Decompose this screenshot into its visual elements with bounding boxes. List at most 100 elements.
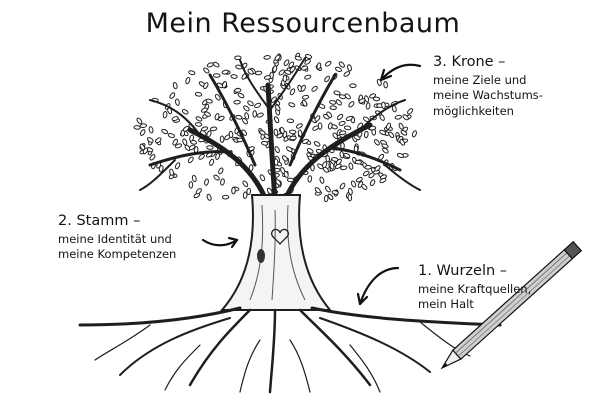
leaf — [396, 152, 404, 159]
leaf — [263, 55, 271, 60]
leaf — [221, 81, 228, 89]
leaf — [344, 93, 351, 100]
leaf — [219, 135, 225, 143]
crown-heading: 3. Krone – — [433, 54, 506, 70]
leaf — [214, 94, 221, 101]
leaf — [221, 69, 229, 75]
leaf — [314, 187, 321, 194]
leaf — [347, 194, 353, 202]
leaf — [246, 187, 252, 196]
leaf — [155, 137, 162, 144]
leaf — [363, 130, 369, 139]
leaf — [289, 135, 297, 141]
leaf — [188, 181, 194, 189]
leaf — [333, 90, 341, 96]
leaf — [281, 155, 288, 162]
leaf — [235, 114, 243, 120]
leaf — [325, 155, 331, 163]
leaf — [261, 140, 269, 146]
leaf — [172, 138, 178, 146]
leaf — [247, 68, 254, 75]
leaf — [148, 126, 154, 134]
leaf — [373, 139, 380, 146]
leaf — [338, 94, 347, 100]
leaf — [218, 167, 224, 175]
leaf — [335, 66, 342, 73]
roots-line-2: mein Halt — [418, 297, 474, 312]
leaf — [149, 154, 156, 161]
leaf — [304, 59, 311, 65]
trunk-line-2: meine Kompetenzen — [58, 247, 177, 262]
leaf — [213, 73, 221, 78]
leaf — [402, 114, 409, 121]
leaf — [272, 65, 278, 73]
leaf — [237, 92, 245, 99]
leaf — [358, 98, 366, 104]
leaf — [270, 96, 277, 103]
leaf — [274, 54, 281, 61]
trunk-heading: 2. Stamm – — [58, 213, 141, 229]
leaf — [139, 123, 147, 129]
leaf — [194, 91, 203, 97]
trunk-line-1: meine Identität und — [58, 231, 172, 246]
trunk-label: 2. Stamm – meine Identität und meine Kom… — [58, 212, 176, 263]
leaf — [279, 126, 285, 135]
leaf — [282, 74, 288, 83]
leaf — [338, 61, 345, 68]
crown-line-1: meine Ziele und — [433, 72, 527, 87]
leaf — [234, 88, 242, 93]
heart-icon — [270, 228, 290, 246]
leaf — [355, 177, 363, 183]
leaf — [345, 115, 353, 122]
leaf — [203, 67, 210, 74]
leaf — [400, 129, 408, 136]
leaf — [241, 118, 249, 125]
leaf — [388, 131, 395, 138]
leaf — [288, 61, 295, 69]
leaf — [362, 170, 370, 177]
leaf — [335, 99, 342, 106]
roots-label: 1. Wurzeln – meine Kraftquellen, mein Ha… — [418, 262, 531, 313]
leaf — [187, 156, 194, 164]
leaf — [343, 125, 352, 131]
leaf — [217, 115, 225, 122]
leaf — [203, 82, 209, 90]
leaf — [289, 129, 297, 135]
leaf — [331, 190, 339, 195]
leaf — [338, 120, 346, 126]
leaf — [294, 55, 302, 61]
leaf — [278, 69, 285, 76]
leaf — [243, 105, 250, 112]
leaf — [339, 130, 347, 136]
leaf — [304, 53, 313, 60]
leaf — [174, 162, 181, 170]
leaf — [369, 179, 376, 187]
leaf — [348, 101, 355, 108]
leaf — [181, 109, 189, 115]
leaf — [316, 62, 322, 70]
leaf — [206, 62, 214, 68]
leaf — [311, 85, 318, 92]
leaf — [307, 175, 313, 183]
leaf — [379, 177, 387, 184]
leaf — [221, 194, 230, 200]
leaf — [189, 134, 195, 142]
leaf — [317, 122, 323, 130]
leaf — [266, 187, 273, 195]
leaf — [398, 122, 404, 130]
leaf — [343, 152, 351, 159]
arrow-icon — [201, 63, 422, 306]
leaf — [379, 129, 387, 136]
leaf — [348, 162, 354, 170]
leaf — [161, 128, 169, 135]
leaf — [195, 188, 202, 195]
leaf — [234, 55, 242, 61]
leaf — [368, 172, 375, 179]
leaf — [171, 116, 179, 122]
leaf — [205, 98, 213, 104]
roots-heading: 1. Wurzeln – — [418, 263, 508, 279]
leaf — [274, 146, 280, 154]
leaf — [343, 71, 351, 77]
leaf — [317, 163, 324, 170]
